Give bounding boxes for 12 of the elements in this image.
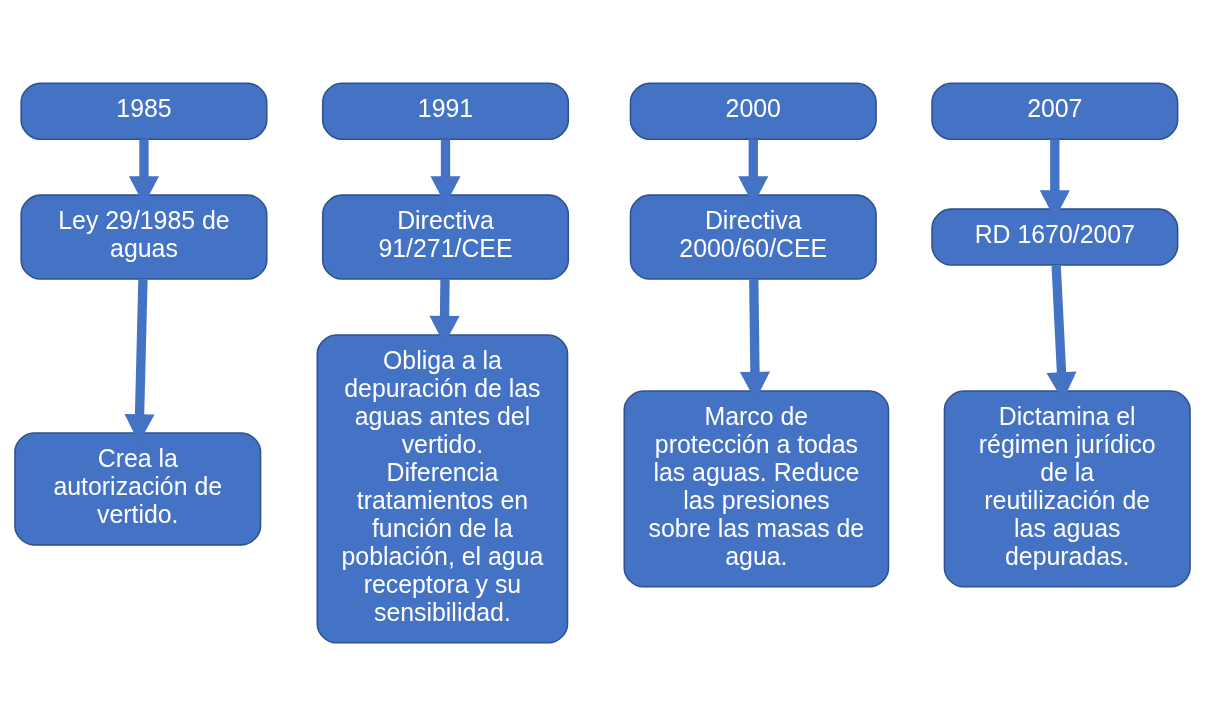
node-box: Obliga a la depuración de las aguas antes del vertido. Diferencia tratamientos en función de la población, el agua receptora y su sensibilidad. [316, 333, 569, 644]
node-box: Marco de protección a todas las aguas. Reduce las presiones sobre las masas de agua. [623, 389, 890, 588]
node-box: 1991 [321, 81, 570, 140]
node-box: RD 1670/2007 [931, 207, 1179, 266]
node-box: Directiva 91/271/CEE [321, 193, 570, 280]
node-box: 2007 [931, 81, 1179, 140]
node-box: Dictamina el régimen jurídico de la reutilización de las aguas depuradas. [943, 389, 1191, 588]
node-box: 1985 [20, 81, 268, 140]
node-box: Ley 29/1985 de aguas [20, 193, 268, 280]
node-box: Directiva 2000/60/CEE [629, 193, 877, 280]
node-box: 2000 [629, 81, 877, 140]
node-box: Crea la autorización de vertido. [14, 431, 262, 546]
